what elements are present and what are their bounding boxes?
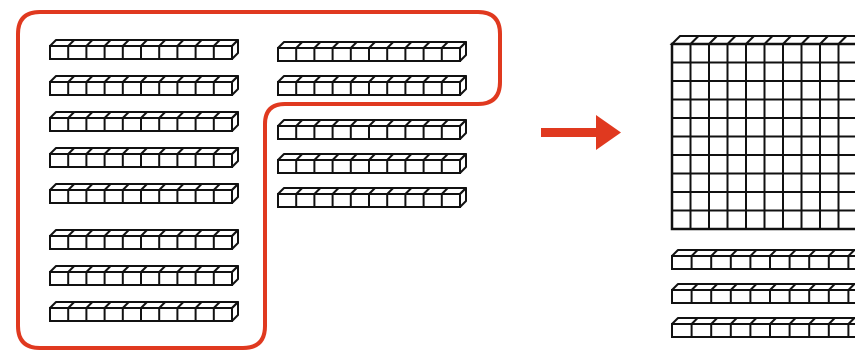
- result-rods-group: [671, 249, 855, 338]
- tens-rod-icon: [277, 75, 467, 96]
- tens-rod-icon: [49, 39, 239, 60]
- tens-rod-icon: [277, 187, 467, 208]
- tens-rod-icon: [49, 265, 239, 286]
- arrow-right-icon: [541, 115, 621, 150]
- tens-rod-icon: [49, 147, 239, 168]
- tens-rod-icon: [671, 317, 855, 338]
- grouping-outline: [16, 10, 502, 350]
- tens-rod-icon: [49, 183, 239, 204]
- tens-rod-icon: [277, 119, 467, 140]
- tens-rod-icon: [49, 75, 239, 96]
- left-rods-group: [49, 39, 239, 322]
- tens-rod-icon: [277, 153, 467, 174]
- tens-rod-icon: [671, 283, 855, 304]
- tens-rod-icon: [49, 229, 239, 250]
- right-rods-group: [277, 41, 467, 208]
- tens-rod-icon: [49, 301, 239, 322]
- hundreds-flat-icon: [669, 35, 855, 231]
- tens-rod-icon: [277, 41, 467, 62]
- tens-rod-icon: [671, 249, 855, 270]
- tens-rod-icon: [49, 111, 239, 132]
